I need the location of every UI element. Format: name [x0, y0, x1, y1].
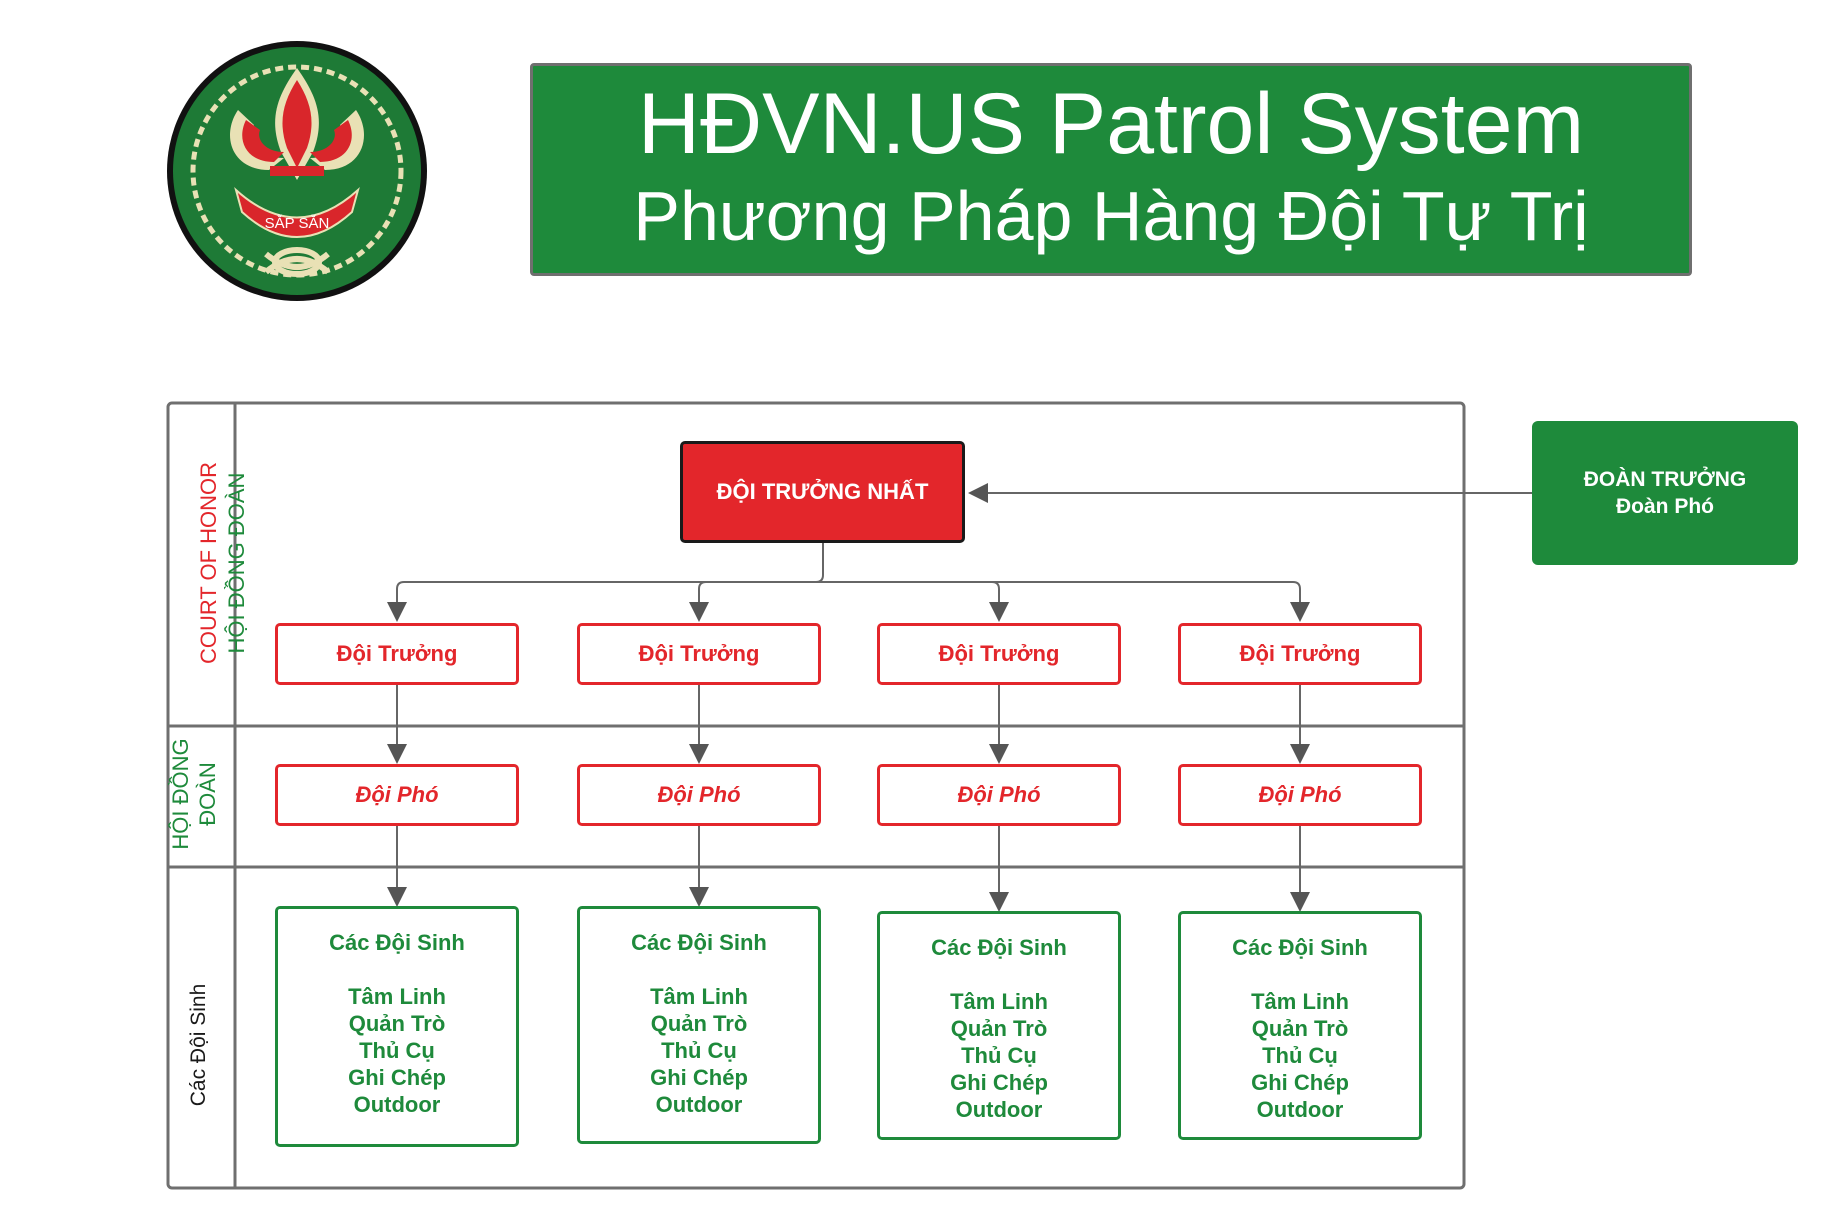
patrol-leader-node: Đội Trưởng [577, 623, 821, 685]
patrol-members-title: Các Đội Sinh [931, 935, 1067, 960]
patrol-role: Thủ Cụ [359, 1038, 435, 1063]
patrol-role: Outdoor [1256, 1097, 1344, 1122]
connector-leader-to-patrol-3 [823, 581, 1009, 622]
assistant-patrol-leader-label: Đội Phó [957, 782, 1041, 807]
patrol-role: Thủ Cụ [961, 1043, 1037, 1068]
patrol-leader-node: Đội Trưởng [275, 623, 519, 685]
patrol-leader-node: Đội Trưởng [877, 623, 1121, 685]
patrol-role: Quản Trò [950, 1016, 1048, 1041]
patrol-members-node: Các Đội Sinh Tâm Linh Quản Trò Thủ Cụ Gh… [877, 911, 1121, 1140]
scout-emblem-logo: SẴP SẴN [167, 41, 427, 301]
title-banner: HĐVN.US Patrol System Phương Pháp Hàng Đ… [530, 63, 1692, 276]
scoutmaster-node: ĐOÀN TRƯỞNG Đoàn Phó [1532, 421, 1798, 565]
row-label-hoi-dong: HỘI ĐỒNG [168, 738, 193, 850]
patrol-role: Outdoor [955, 1097, 1043, 1122]
patrol-role: Tâm Linh [1251, 989, 1349, 1014]
connector-leader-to-patrol-1 [387, 543, 824, 622]
assistant-patrol-leader-label: Đội Phó [355, 782, 439, 807]
assistant-scoutmaster-label: Đoàn Phó [1616, 495, 1714, 518]
connector-leader-to-patrol-4 [823, 581, 1310, 622]
senior-patrol-leader-label: ĐỘI TRƯỞNG NHẤT [716, 479, 929, 504]
scoutmaster-label: ĐOÀN TRƯỞNG [1583, 468, 1747, 491]
patrol-role: Tâm Linh [950, 989, 1048, 1014]
assistant-patrol-leader-node: Đội Phó [577, 764, 821, 826]
patrol-role: Ghi Chép [650, 1065, 748, 1090]
senior-patrol-leader-node: ĐỘI TRƯỞNG NHẤT [680, 441, 965, 543]
patrol-members-title: Các Đội Sinh [631, 930, 767, 955]
patrol-role: Ghi Chép [348, 1065, 446, 1090]
patrol-role: Quản Trò [348, 1011, 446, 1036]
row-label-cac-doi-sinh: Các Đội Sinh [187, 983, 210, 1107]
patrol-role: Outdoor [353, 1092, 441, 1117]
patrol-leader-label: Đội Trưởng [336, 641, 458, 666]
page-subtitle: Phương Pháp Hàng Đội Tự Trị [633, 177, 1589, 255]
patrol-role: Tâm Linh [650, 984, 748, 1009]
patrol-leader-label: Đội Trưởng [638, 641, 760, 666]
patrol-leader-label: Đội Trưởng [938, 641, 1060, 666]
patrol-members-node: Các Đội Sinh Tâm Linh Quản Trò Thủ Cụ Gh… [275, 906, 519, 1147]
patrol-role: Quản Trò [650, 1011, 748, 1036]
assistant-patrol-leader-node: Đội Phó [275, 764, 519, 826]
logo-banner-text: SẴP SẴN [265, 215, 330, 232]
patrol-role: Thủ Cụ [661, 1038, 737, 1063]
fleur-de-lis-icon [230, 68, 364, 180]
patrol-role: Ghi Chép [950, 1070, 1048, 1095]
patrol-members-node: Các Đội Sinh Tâm Linh Quản Trò Thủ Cụ Gh… [1178, 911, 1422, 1140]
assistant-patrol-leader-node: Đội Phó [1178, 764, 1422, 826]
row-label-court-of-honor: COURT OF HONOR [196, 461, 221, 665]
patrol-role: Thủ Cụ [1262, 1043, 1338, 1068]
patrol-role: Tâm Linh [348, 984, 446, 1009]
knot-icon [264, 247, 330, 277]
patrol-role: Ghi Chép [1251, 1070, 1349, 1095]
assistant-patrol-leader-node: Đội Phó [877, 764, 1121, 826]
patrol-members-title: Các Đội Sinh [329, 930, 465, 955]
assistant-patrol-leader-label: Đội Phó [657, 782, 741, 807]
row-label-hoi-dong-doan: HỘI ĐỒNG ĐOÀN [224, 472, 249, 654]
connector-leader-to-patrol-2 [689, 581, 823, 622]
patrol-role: Quản Trò [1251, 1016, 1349, 1041]
patrol-members-node: Các Đội Sinh Tâm Linh Quản Trò Thủ Cụ Gh… [577, 906, 821, 1144]
patrol-role: Outdoor [655, 1092, 743, 1117]
patrol-leader-label: Đội Trưởng [1239, 641, 1361, 666]
patrol-members-title: Các Đội Sinh [1232, 935, 1368, 960]
diagram-border [166, 401, 1466, 1190]
patrol-leader-node: Đội Trưởng [1178, 623, 1422, 685]
row-label-doan: ĐOÀN [195, 762, 220, 826]
assistant-patrol-leader-label: Đội Phó [1258, 782, 1342, 807]
page-title: HĐVN.US Patrol System [637, 76, 1585, 172]
